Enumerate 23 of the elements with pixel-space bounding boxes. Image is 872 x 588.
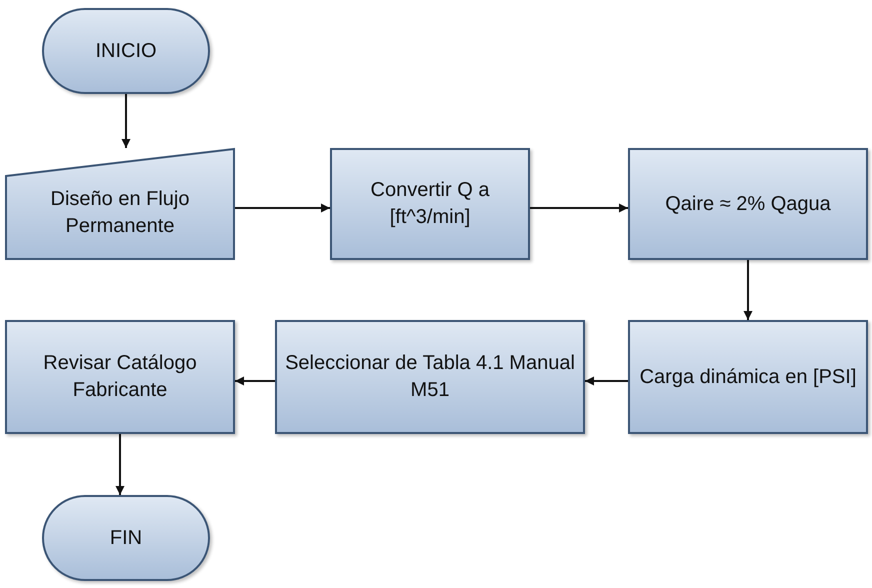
arrow [235,376,275,386]
arrow [744,260,752,320]
manual-input-shape [5,148,235,260]
arrow [530,204,628,212]
terminal-shape [42,495,210,581]
node-label: Carga dinámica en [PSI] [640,364,856,390]
arrow [235,204,330,212]
process-box [275,320,585,434]
process-box [628,148,868,260]
node-label: FIN [110,526,142,550]
arrow [116,434,124,495]
process-box [628,320,868,434]
arrow [122,94,130,148]
node-label: Convertir Q a [ft^3/min] [370,178,490,230]
process-box [5,320,235,434]
terminal-shape [42,8,210,94]
node-label: Diseño en Flujo Permanente [50,187,190,239]
node-label: Revisar Catálogo Fabricante [42,351,198,403]
process-box [330,148,530,260]
arrow [585,376,628,386]
node-label: Qaire ≈ 2% Qagua [665,192,831,216]
node-label: Seleccionar de Tabla 4.1 Manual M51 [285,351,575,403]
node-label: INICIO [95,38,157,64]
